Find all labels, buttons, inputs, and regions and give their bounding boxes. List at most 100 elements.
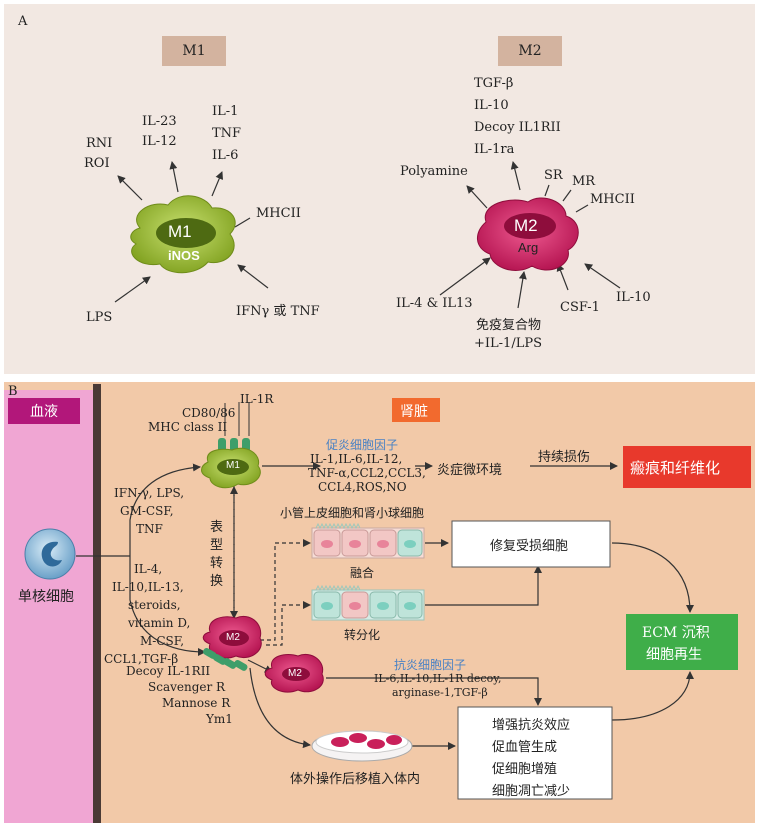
switch-4: 换: [210, 574, 224, 589]
transplant-label: 体外操作后移植入体内: [290, 772, 421, 787]
m2-header: M2: [498, 36, 562, 66]
m2-stim-3: steroids,: [128, 598, 181, 612]
tnf-label: TNF: [212, 126, 242, 141]
roi-label: ROI: [84, 156, 110, 171]
m1-cell-sub: iNOS: [168, 248, 200, 263]
ym1-label: Ym1: [206, 712, 233, 726]
monocyte-label: 单核细胞: [18, 589, 74, 605]
panel-a-receptor-lines: [234, 184, 589, 228]
panel-b-letter: B: [8, 384, 18, 399]
pro-inflam-title: 促炎细胞因子: [326, 438, 399, 452]
ecm-box: [626, 614, 738, 670]
pro-list-2: TNF-α,CCL2,CCL3,: [308, 466, 426, 480]
m1-cell-b-label: M1: [226, 460, 240, 471]
il10-out-label: IL-10: [474, 98, 509, 113]
m2-stim-6: CCL1,TGF-β: [104, 652, 179, 666]
effect-2: 促血管生成: [492, 740, 558, 755]
fibrosis-box: [623, 446, 751, 488]
petri-dish: [311, 730, 413, 762]
cd80-label: CD80/86: [182, 406, 236, 420]
ecm-line-2: 细胞再生: [646, 647, 702, 663]
blood-label-box: [8, 398, 80, 424]
repair-label: 修复受损细胞: [490, 539, 569, 554]
m2-stim-2: IL-10,IL-13,: [112, 580, 184, 594]
blood-column: [4, 390, 94, 823]
m2-cell-b2-label: M2: [288, 668, 302, 679]
switch-1: 表: [210, 520, 224, 535]
micro-env-label: 炎症微环境: [437, 463, 503, 478]
panel-a-arrows: [114, 161, 621, 309]
m1-stim-1: IFN-γ, LPS,: [114, 486, 185, 500]
tubule-title: 小管上皮细胞和肾小球细胞: [280, 506, 425, 520]
m2-mhcii-label: MHCII: [590, 192, 635, 207]
m2-cell-b2: [264, 654, 324, 693]
m2-stim-4: vitamin D,: [128, 616, 191, 630]
sr-label: SR: [544, 168, 563, 183]
effect-4: 细胞凋亡减少: [492, 784, 571, 799]
m1-stim-3: TNF: [136, 522, 163, 536]
effect-1: 增强抗炎效应: [492, 718, 571, 733]
ifn-tnf-label: IFNγ 或 TNF: [236, 304, 320, 319]
m2-cell-a: [477, 197, 579, 271]
il12-label: IL-12: [142, 134, 177, 149]
panel-a: [4, 4, 755, 374]
m1-cell-title: M1: [168, 222, 192, 241]
switch-2: 型: [210, 538, 224, 553]
mr-label: MR: [572, 174, 596, 189]
kidney-label: 肾脏: [400, 404, 428, 420]
pro-list-1: IL-1,IL-6,IL-12,: [310, 452, 403, 466]
ecm-line-1: ECM 沉积: [642, 625, 710, 641]
il1-lps-label: +IL-1/LPS: [474, 336, 542, 351]
immune-complex-label: 免疫复合物: [476, 318, 542, 333]
m1-mhcii-label: MHCII: [256, 206, 301, 221]
monocyte-cell: [24, 528, 76, 580]
kidney-label-box: [392, 398, 440, 422]
il23-label: IL-23: [142, 114, 177, 129]
m1-cell-b: [201, 402, 261, 489]
repair-box: [451, 520, 611, 568]
anti-inflam-title: 抗炎细胞因子: [394, 658, 467, 672]
persist-label: 持续损伤: [538, 450, 591, 465]
m1-cell-a: [130, 195, 236, 274]
il4-il13-label: IL-4 & IL13: [396, 296, 473, 311]
m2-stim-5: M-CSF,: [140, 634, 185, 648]
mhc-class-ii-label: MHC class II: [148, 420, 228, 434]
m2-stim-1: IL-4,: [134, 562, 163, 576]
fibrosis-label: 瘢痕和纤维化: [630, 459, 721, 477]
scavenger-r-label: Scavenger R: [148, 680, 226, 694]
tubule-cells-transdiff: [311, 584, 425, 621]
mannose-r-label: Mannose R: [162, 696, 231, 710]
effects-box: [457, 706, 613, 800]
il1-label: IL-1: [212, 104, 239, 119]
blood-divider: [93, 384, 101, 823]
il1r-label: IL-1R: [240, 392, 274, 406]
polyamine-label: Polyamine: [400, 164, 468, 179]
il10-in-label: IL-10: [616, 290, 651, 305]
anti-list-2: arginase-1,TGF-β: [392, 686, 488, 699]
transdiff-label: 转分化: [344, 628, 381, 642]
m2-cell-title: M2: [514, 216, 538, 235]
blood-label: 血液: [30, 404, 58, 420]
tgfb-label: TGF-β: [474, 76, 514, 91]
panel-a-letter: A: [18, 14, 28, 29]
decoy-il1rii-label: Decoy IL-1RII: [126, 664, 211, 678]
lps-label: LPS: [86, 310, 113, 325]
pro-list-3: CCL4,ROS,NO: [318, 480, 407, 494]
m2-cell-sub: Arg: [518, 240, 539, 255]
m2-cell-b-label: M2: [226, 632, 240, 643]
panel-b-dashed: [230, 485, 311, 646]
csf1-label: CSF-1: [560, 300, 600, 315]
m1-header: M1: [162, 36, 226, 66]
il1ra-label: IL-1ra: [474, 142, 515, 157]
decoy-label: Decoy IL1RII: [474, 120, 561, 135]
anti-list-1: IL-6,IL-10,IL-1R decoy,: [374, 672, 502, 685]
m2-cell-b: [202, 616, 262, 671]
m1-stim-2: GM-CSF,: [120, 504, 174, 518]
rni-label: RNI: [86, 136, 113, 151]
il6-label: IL-6: [212, 148, 239, 163]
effect-3: 促细胞增殖: [492, 762, 558, 777]
tubule-cells-fusion: [311, 522, 425, 559]
switch-3: 转: [210, 556, 224, 571]
fusion-label: 融合: [350, 566, 375, 580]
